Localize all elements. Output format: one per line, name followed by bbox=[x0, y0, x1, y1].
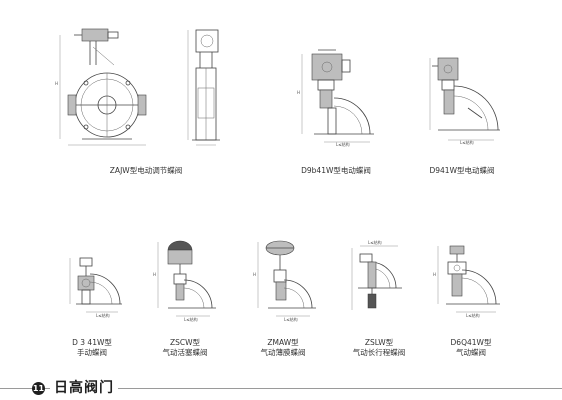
zscw-drawing: H L≤结构 bbox=[150, 236, 220, 322]
svg-text:H: H bbox=[253, 272, 256, 277]
caption-d9b41w: D9b41W型电动蝶阀 bbox=[292, 166, 380, 176]
zslw-drawing: L≤结构 bbox=[346, 239, 406, 322]
svg-text:H: H bbox=[433, 272, 436, 277]
svg-text:L≤结构: L≤结构 bbox=[336, 141, 350, 147]
caption-d341w-line-2: 手动蝶阀 bbox=[77, 348, 107, 357]
d9b41w-drawing: H L≤结构 bbox=[294, 48, 384, 148]
footer-rule bbox=[0, 388, 562, 389]
caption-zmaw-line-1: ZMAW型 bbox=[267, 338, 299, 347]
svg-text:L≤结构: L≤结构 bbox=[466, 312, 480, 318]
caption-d6q41w-line-1: D6Q41W型 bbox=[450, 338, 492, 347]
svg-text:L≤结构: L≤结构 bbox=[96, 312, 110, 318]
zmaw-drawing: H L≤结构 bbox=[252, 238, 318, 322]
caption-zmaw-line-2: 气动薄膜蝶阀 bbox=[260, 348, 306, 357]
caption-zscw-line-2: 气动活塞蝶阀 bbox=[162, 348, 208, 357]
zajw-side-drawing bbox=[184, 28, 224, 148]
d941w-drawing: L≤结构 bbox=[424, 52, 504, 152]
d6q41w-drawing: H L≤结构 bbox=[432, 240, 502, 322]
caption-d941w-line-1: D941W型电动蝶阀 bbox=[429, 166, 495, 175]
caption-zslw: ZSLW型 气动长行程蝶阀 bbox=[340, 338, 418, 358]
svg-text:L≤结构: L≤结构 bbox=[368, 239, 382, 245]
caption-zslw-line-2: 气动长行程蝶阀 bbox=[352, 348, 406, 357]
caption-zajw-line-1: ZAJW型电动调节蝶阀 bbox=[109, 166, 183, 175]
zajw-front-drawing: H bbox=[52, 25, 172, 150]
caption-d6q41w: D6Q41W型 气动蝶阀 bbox=[436, 338, 506, 358]
page-number-badge: 11 bbox=[32, 382, 45, 395]
svg-text:L≤结构: L≤结构 bbox=[184, 316, 198, 322]
brand-name: 日高阀门 bbox=[50, 379, 118, 397]
svg-text:L≤结构: L≤结构 bbox=[460, 139, 474, 145]
caption-d941w: D941W型电动蝶阀 bbox=[420, 166, 504, 176]
caption-d341w-line-1: D 3 41W型 bbox=[72, 338, 112, 347]
caption-d6q41w-line-2: 气动蝶阀 bbox=[456, 348, 486, 357]
d341w-drawing: L≤结构 bbox=[66, 256, 126, 322]
caption-zajw: ZAJW型电动调节蝶阀 bbox=[96, 166, 196, 176]
caption-d341w: D 3 41W型 手动蝶阀 bbox=[60, 338, 124, 358]
caption-d9b41w-line-1: D9b41W型电动蝶阀 bbox=[301, 166, 371, 175]
caption-zscw-line-1: ZSCW型 bbox=[169, 338, 201, 347]
page-footer: 11 日高阀门 bbox=[0, 374, 562, 400]
caption-zslw-line-1: ZSLW型 bbox=[364, 338, 394, 347]
svg-text:H: H bbox=[55, 81, 58, 86]
svg-text:H: H bbox=[297, 90, 300, 95]
svg-text:H: H bbox=[153, 272, 156, 277]
caption-zscw: ZSCW型 气动活塞蝶阀 bbox=[150, 338, 220, 358]
caption-zmaw: ZMAW型 气动薄膜蝶阀 bbox=[248, 338, 318, 358]
svg-text:L≤结构: L≤结构 bbox=[284, 316, 298, 322]
